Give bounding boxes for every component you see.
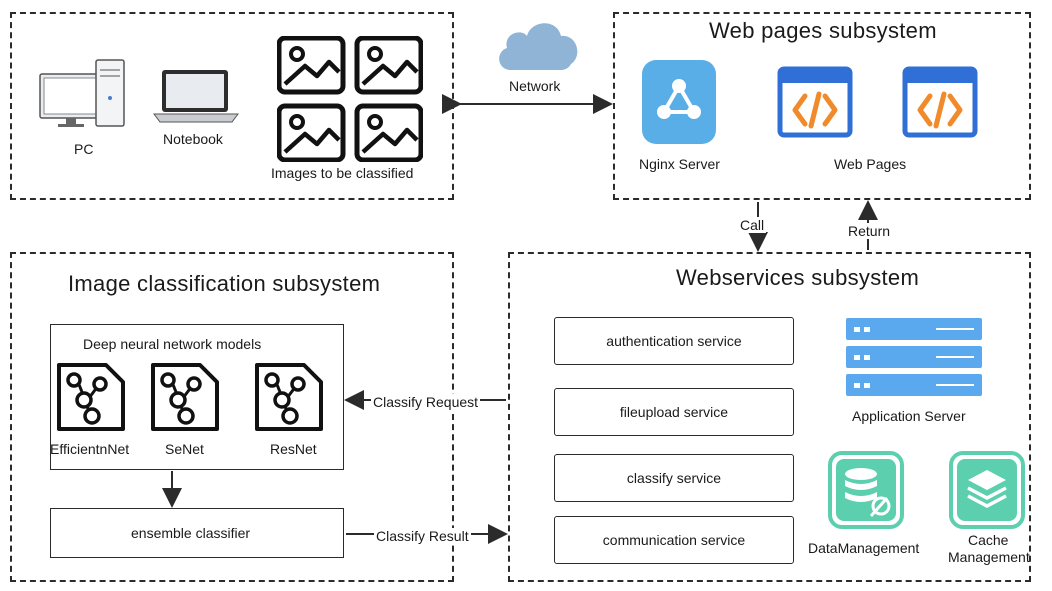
web-pages-label: Web Pages [834, 156, 907, 172]
cache-management-label-2: Management [948, 549, 1030, 565]
images-grid-icon [277, 36, 423, 162]
communication-service: communication service [554, 516, 794, 564]
ensemble-box [50, 508, 344, 558]
classify-result-label: Classify Result [374, 528, 471, 544]
webservices-title: Webservices subsystem [676, 265, 920, 290]
return-label: Return [846, 223, 893, 239]
model-efficientnet-icon [57, 363, 125, 431]
model-resnet-icon [255, 363, 323, 431]
authentication-service: authentication service [554, 317, 794, 365]
pc-icon [39, 59, 125, 127]
web-pages-box [613, 12, 1031, 200]
pc-label: PC [74, 141, 94, 157]
ensemble-label: ensemble classifier [131, 525, 251, 541]
notebook-icon [153, 70, 239, 123]
webservices-box [508, 252, 1031, 582]
application-server-icon [846, 318, 982, 396]
web-page-icon-1 [777, 66, 853, 138]
nginx-label: Nginx Server [639, 156, 720, 172]
fileupload-service: fileupload service [554, 388, 794, 436]
models-title: Deep neural network models [83, 336, 262, 352]
model-label-efficientnet: EfficientnNet [50, 441, 130, 457]
cloud-icon [499, 23, 578, 70]
web-page-icon-2 [902, 66, 978, 138]
notebook-label: Notebook [163, 131, 223, 147]
model-label-senet: SeNet [165, 441, 204, 457]
cache-management-label-1: Cache [968, 532, 1009, 548]
classify-service: classify service [554, 454, 794, 502]
classify-request-label: Classify Request [371, 394, 481, 410]
images-label: Images to be classified [271, 165, 414, 181]
model-label-resnet: ResNet [270, 441, 317, 457]
call-label: Call [738, 217, 767, 233]
image-classification-title: Image classification subsystem [68, 271, 381, 296]
network-label: Network [509, 78, 561, 94]
data-management-icon [828, 451, 904, 529]
nginx-icon [642, 60, 716, 144]
cache-management-icon [949, 451, 1025, 529]
application-server-label: Application Server [852, 408, 966, 424]
data-management-label: DataManagement [808, 540, 920, 556]
web-pages-title: Web pages subsystem [709, 18, 937, 43]
model-senet-icon [151, 363, 219, 431]
image-classification-box [10, 252, 454, 582]
